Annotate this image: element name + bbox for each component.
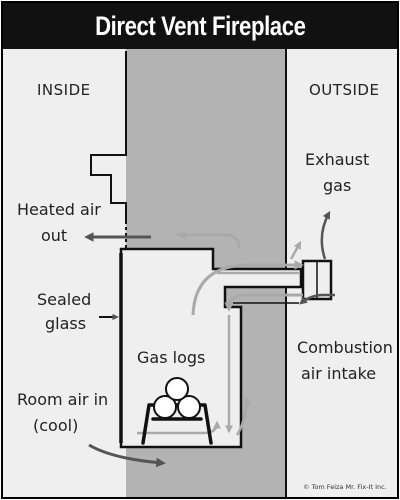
diagram-title: Direct Vent Fireplace [94,10,306,41]
sealed-glass-label-line1: Sealed [37,290,91,309]
heated-air-arrow-wall [176,230,241,249]
combustion-label-line2: air intake [301,364,376,383]
combustion-label-line1: Combustion [297,338,393,357]
inside-label: INSIDE [37,81,91,99]
room-air-in-label-line1: Room air in [17,390,108,409]
combustion-intake-outer-arrow [299,293,335,305]
exhaust-side-arrow [289,240,302,260]
room-air-in-label-line2: (cool) [33,416,78,435]
mantel [90,51,127,221]
combustion-intake-arrow [224,293,303,312]
gas-logs-label: Gas logs [137,348,205,367]
exhaust-flow-arrow [191,260,304,316]
room-air-inside-arrow [137,420,221,435]
outside-label: OUTSIDE [309,81,379,99]
sealed-glass-label-line2: glass [45,314,86,333]
copyright-notice: © Tom Feiza Mr. Fix-It Inc. [303,483,387,491]
title-bar: Direct Vent Fireplace [3,3,397,49]
heated-air-out-label-line1: Heated air [17,200,101,219]
exhaust-gas-label-line1: Exhaust [305,150,369,169]
room-air-in-arrow [88,443,166,468]
gas-logs-icon [141,377,213,445]
room-air-right-arrow [235,396,251,436]
heated-air-out-label-line2: out [41,226,67,245]
exhaust-gas-label-line2: gas [323,176,351,195]
fireplace-diagram: INSIDE OUTSIDE Exhaust gas Heated air ou… [17,49,393,497]
exhaust-gas-arrow [320,210,331,260]
